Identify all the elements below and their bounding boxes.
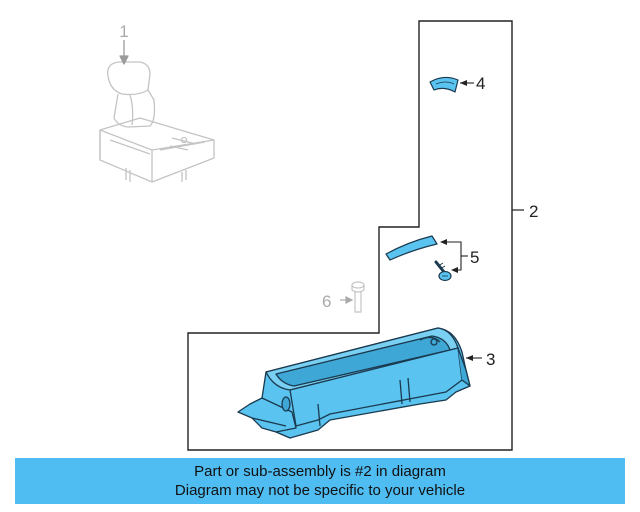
parts-diagram: 1 2 4 5 6 — [99, 20, 538, 451]
screw-part-5 — [434, 260, 452, 282]
banner-line-2: Diagram may not be specific to your vehi… — [174, 482, 466, 499]
callout-5-arrow-b — [451, 267, 458, 273]
pin-part-6 — [340, 281, 365, 313]
callout-3-arrow — [466, 355, 473, 361]
callout-4: 4 — [476, 74, 485, 93]
callout-5-bracket — [441, 241, 468, 271]
callout-5: 5 — [470, 248, 479, 267]
callout-3: 3 — [486, 350, 495, 369]
trim-clip-part-4 — [429, 76, 474, 93]
callout-6: 6 — [322, 292, 331, 311]
callout-5-arrow-a — [440, 239, 447, 245]
console-box-part-3 — [237, 327, 471, 439]
callout-2: 2 — [529, 202, 538, 221]
assembly-2-outline — [187, 20, 513, 451]
info-banner: Part or sub-assembly is #2 in diagram Di… — [15, 458, 625, 504]
banner-line-1: Part or sub-assembly is #2 in diagram — [194, 463, 446, 480]
trim-strip-part-5 — [385, 235, 438, 261]
callout-1: 1 — [119, 22, 128, 41]
shifter-assembly-part-1 — [99, 40, 215, 183]
